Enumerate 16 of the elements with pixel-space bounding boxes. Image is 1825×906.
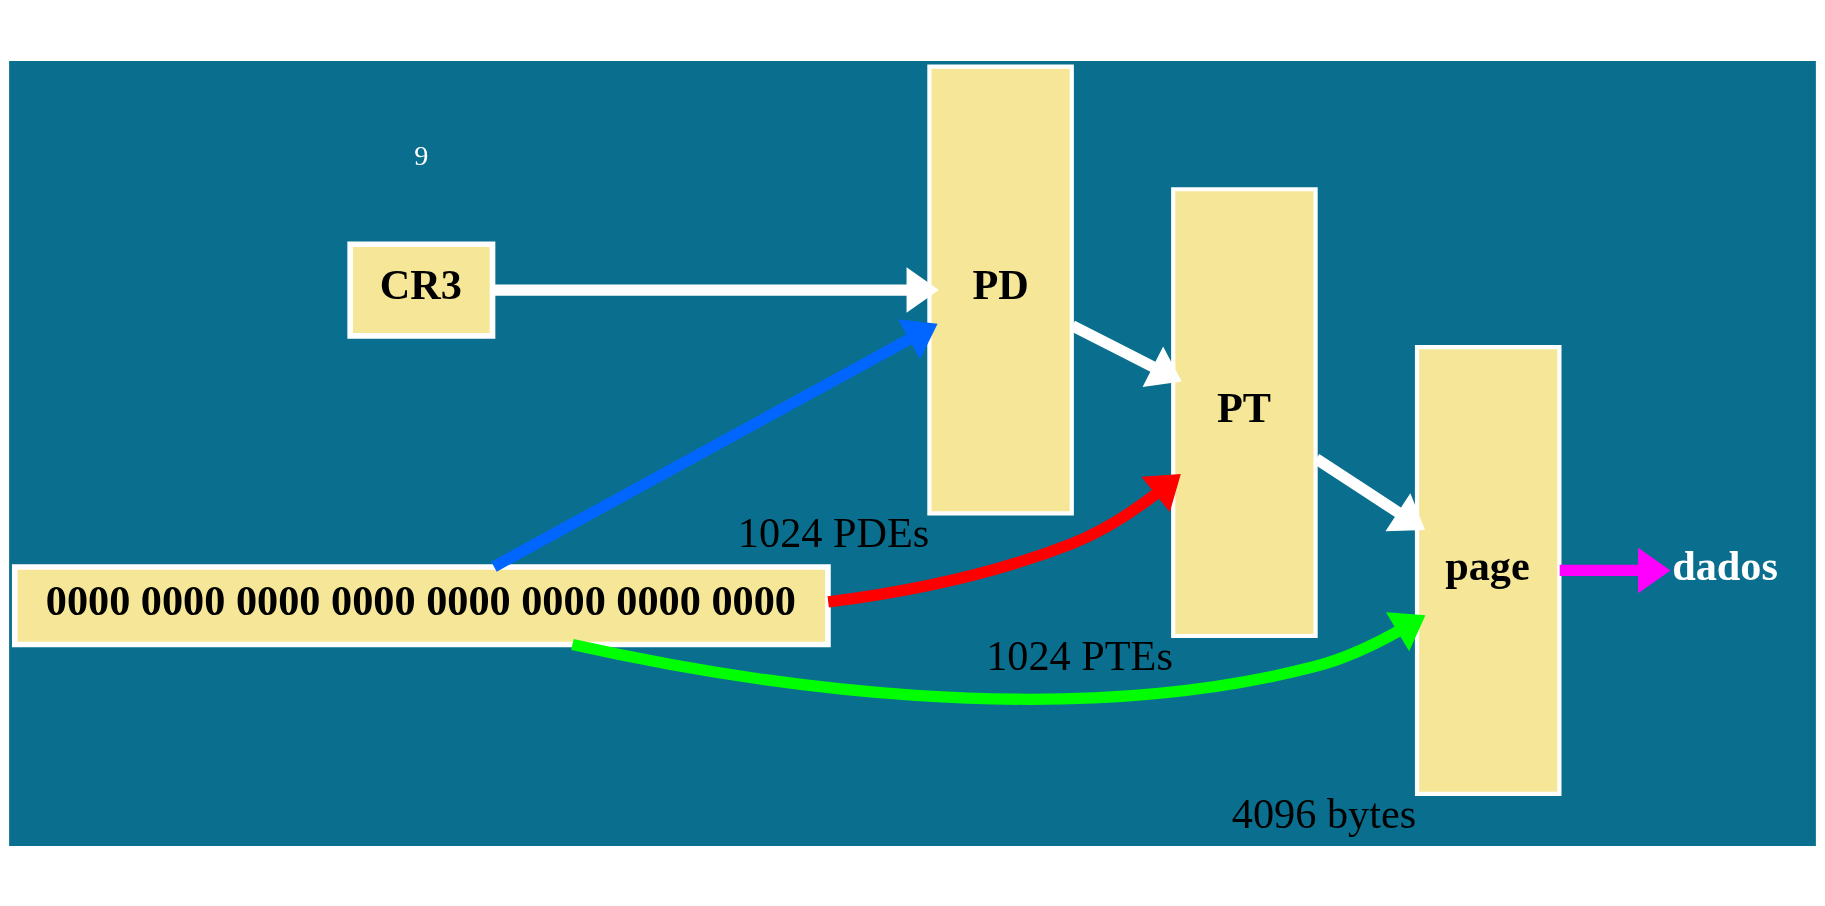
node-box: PT [1171,186,1318,638]
arrow [491,318,938,572]
node-text: dados [1672,541,1778,589]
node-box: CR3 [347,240,496,339]
arrow [492,266,939,313]
node-label: 4096 bytes [1231,789,1417,837]
arrow [827,473,1181,607]
node-box: 0000 0000 0000 0000 0000 0000 0000 0000 [11,563,831,647]
label: 9 [414,139,429,171]
arrow [1313,453,1425,531]
arrow [1559,547,1671,593]
node-box: PD [927,64,1074,515]
node-box: page [1414,344,1562,796]
node-label: 1024 PDEs [737,508,930,556]
node-label: 1024 PTEs [986,631,1173,679]
arrow [571,611,1426,705]
